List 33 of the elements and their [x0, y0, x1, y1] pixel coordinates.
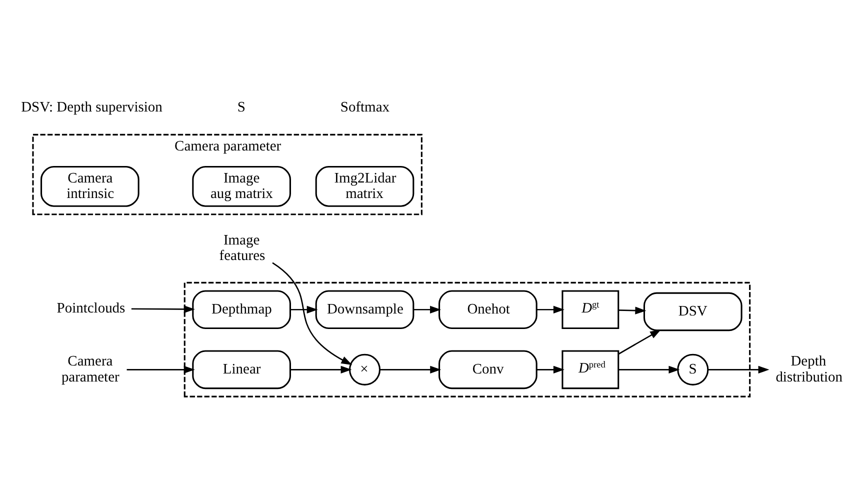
node-box: DSV — [643, 292, 742, 331]
arrow — [272, 262, 352, 364]
node-circle: × — [348, 353, 381, 385]
arrow — [618, 365, 680, 374]
node-box: Image aug matrix — [192, 166, 291, 206]
node-text: Camera parameter — [61, 353, 120, 385]
node-box: Downsample — [315, 290, 414, 329]
arrow — [618, 306, 646, 314]
node-box: Onehot — [438, 290, 538, 329]
label: S — [237, 99, 246, 116]
arrow — [536, 305, 564, 313]
arrow — [536, 365, 564, 374]
arrow — [414, 305, 442, 313]
arrow — [290, 365, 352, 374]
arrow — [290, 305, 318, 313]
arrow — [131, 304, 195, 313]
node-box: D$^{pred}$ — [562, 350, 620, 389]
arrow — [380, 365, 442, 374]
node-text: Pointclouds — [56, 300, 126, 316]
node-box: Linear — [192, 350, 291, 389]
arrow — [708, 365, 770, 374]
node-text: Depth distribution — [776, 353, 842, 385]
node-circle: S — [677, 353, 709, 385]
node-box: Camera intrinsic — [40, 166, 140, 206]
arrow — [126, 365, 195, 374]
arrow — [618, 328, 662, 354]
node-box: Conv — [438, 350, 538, 389]
node-text: Image features — [219, 232, 266, 264]
node-box: Depthmap — [192, 290, 291, 329]
label: Softmax — [340, 99, 390, 116]
label: DSV: Depth supervision — [21, 99, 162, 116]
node-box: D$^{gt}$ — [562, 290, 620, 329]
node-box: Img2Lidar matrix — [315, 166, 414, 206]
